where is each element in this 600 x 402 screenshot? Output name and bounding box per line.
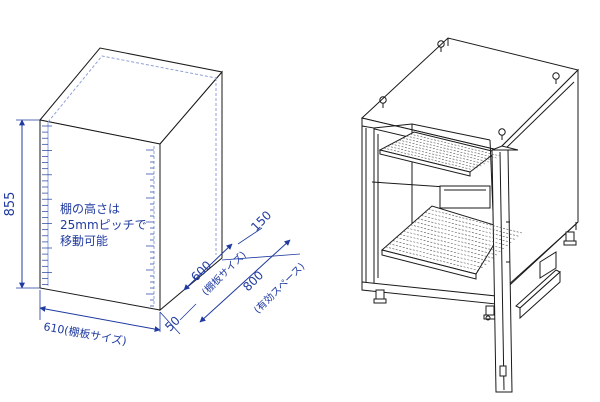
perforation-row [399, 233, 494, 259]
width-label: 610(棚板サイズ) [42, 319, 127, 348]
note-line-2: 25mmピッチで [60, 218, 147, 232]
height-dimension: 855 [3, 119, 40, 289]
perforation-row [403, 230, 498, 256]
shelf-perforations [383, 133, 523, 272]
perforation-row [387, 145, 478, 169]
note-line-1: 棚の高さは [60, 201, 120, 216]
perforation-row [424, 211, 519, 237]
perforation-row [428, 208, 523, 234]
perforation-row [406, 135, 497, 159]
shelf-pitch-note: 棚の高さは 25mmピッチで 移動可能 [60, 201, 147, 248]
perforation-row [410, 133, 501, 157]
perforation-row [395, 141, 486, 165]
perforation-row [385, 246, 480, 272]
perforation-row [389, 243, 484, 269]
shelf-pitch-ticks [42, 125, 52, 285]
perforation-row [392, 240, 487, 265]
note-line-3: 移動可能 [60, 234, 108, 248]
effective-depth-label: 800 [240, 268, 266, 294]
perforation-row [391, 143, 482, 167]
perforation-row [402, 137, 493, 161]
cabinet-illustration [360, 37, 579, 393]
height-label: 855 [3, 192, 18, 217]
perforation-row [398, 139, 489, 163]
perforation-row [417, 218, 512, 243]
perforation-row [410, 224, 505, 250]
depth-offset-label: 50 [162, 313, 183, 334]
perforation-row [396, 237, 491, 262]
perforation-row [421, 215, 516, 240]
shelf-pitch-ticks-right [146, 149, 154, 307]
perforation-row [414, 221, 509, 247]
perforation-row [383, 147, 474, 171]
perforation-row [406, 227, 502, 253]
top-offset-label: 150 [248, 208, 274, 234]
